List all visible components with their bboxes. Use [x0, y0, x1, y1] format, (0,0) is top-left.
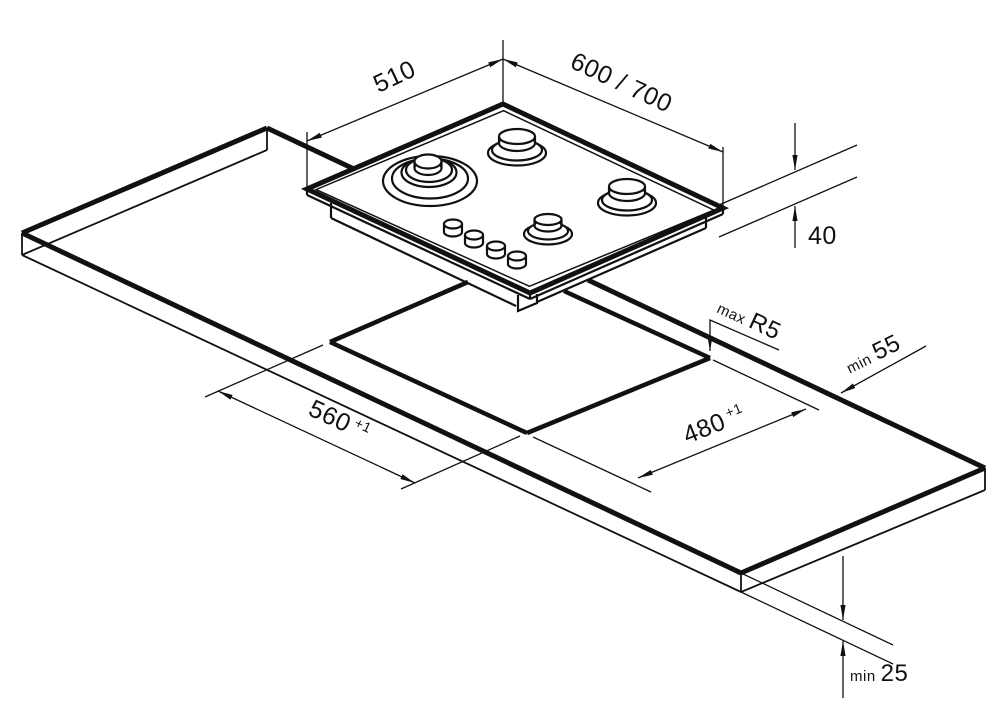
plate-bottom-right-edge — [529, 212, 724, 301]
plate-bottom-left-edge — [306, 194, 531, 300]
dim-hob-height: 40 — [718, 123, 858, 250]
worktop-right-end-edge — [740, 465, 986, 576]
control-knob-3 — [485, 240, 507, 260]
dim-cutout-depth-ext-front — [532, 436, 652, 493]
worktop-front-bottom — [21, 254, 742, 593]
worktop-back-edge-right — [586, 277, 987, 471]
cutout-right-edge — [526, 355, 711, 436]
tub-front-foot — [516, 294, 539, 313]
dim-cutout-depth-label: 480+1 — [679, 400, 749, 450]
hob-plate — [300, 101, 730, 301]
burner-rear-cap-top — [497, 127, 537, 146]
burner-right — [596, 177, 658, 217]
hob — [300, 101, 730, 313]
worktop-left-end-edge — [21, 125, 268, 236]
burner-large — [381, 153, 479, 208]
dim-edge-clearance-label: min55 — [841, 329, 905, 379]
cutout-left-edge — [329, 279, 469, 345]
dim-hob-width-line — [502, 58, 724, 153]
dim-front-clearance-ref-top — [740, 572, 894, 646]
worktop-back-edge-left — [265, 125, 356, 172]
worktop-left-end-bottom — [21, 149, 268, 256]
knob-1-top — [442, 218, 464, 230]
dim-cutout-width: 560+1 — [204, 344, 521, 490]
dim-hob-height-label: 40 — [808, 222, 837, 250]
tub-bottom-left-edge — [330, 217, 517, 307]
burner-right-cap-top — [607, 177, 647, 196]
dim-cutout-depth-line — [637, 408, 807, 479]
knob-2-top — [463, 229, 485, 241]
dim-cutout-width-ext-right — [400, 435, 521, 490]
dim-hob-depth-line — [306, 58, 504, 142]
dim-corner-radius-leader — [707, 319, 780, 351]
dim-hob-height-ref-top — [718, 144, 858, 206]
dim-edge-clearance: min55 — [840, 329, 927, 394]
burner-large-cap-top — [413, 153, 443, 170]
knob-3-top — [485, 240, 507, 252]
dim-front-clearance-ref-bottom — [740, 591, 894, 665]
dim-cutout-depth-ext-back — [712, 359, 820, 411]
dim-cutout-width-line — [217, 390, 416, 484]
worktop — [20, 125, 987, 593]
tub-bottom-right-edge — [536, 226, 707, 304]
control-knob-1 — [442, 218, 464, 238]
worktop-front-edge — [20, 230, 743, 576]
burner-front — [522, 212, 574, 246]
dim-cutout-depth: 480+1 — [532, 359, 820, 493]
worktop-cutout — [329, 279, 711, 436]
control-knobs — [442, 218, 528, 270]
dim-cutout-width-label: 560+1 — [304, 394, 374, 447]
burner-rear — [486, 127, 548, 167]
dim-hob-width-label: 600 / 700 — [566, 47, 676, 118]
cutout-front-edge — [329, 339, 528, 436]
cutout-back-edge — [563, 288, 711, 361]
hob-top-inner-rim — [314, 109, 716, 288]
dim-hob-height-ref-bottom — [718, 176, 858, 238]
control-knob-4 — [506, 250, 528, 270]
knob-4-top — [506, 250, 528, 262]
dim-cutout-width-ext-left — [204, 344, 324, 398]
control-knob-2 — [463, 229, 485, 249]
burner-front-cap-top — [533, 212, 563, 227]
dim-edge-clearance-leader — [840, 345, 927, 394]
worktop-right-end-bottom — [740, 489, 986, 593]
dim-hob-depth-label: 510 — [369, 55, 420, 99]
